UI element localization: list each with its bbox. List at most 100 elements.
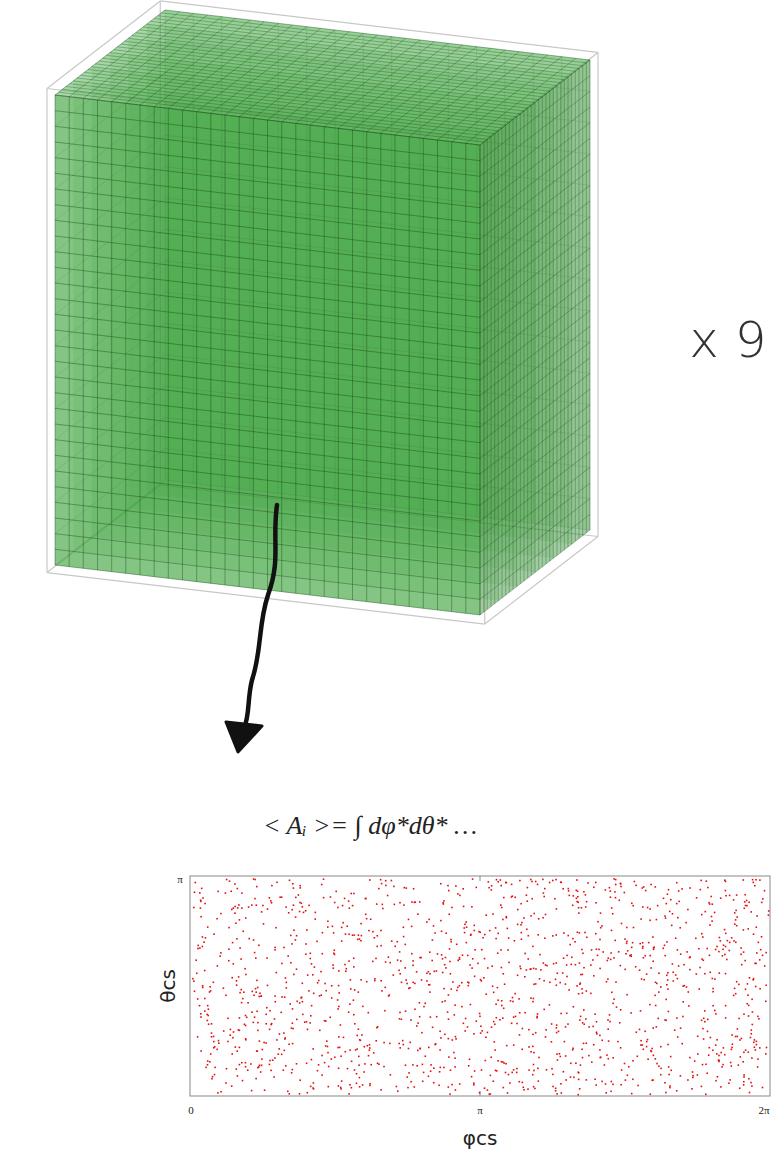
scatter-point xyxy=(454,1057,456,1059)
scatter-point xyxy=(269,897,271,899)
scatter-point xyxy=(367,1045,369,1047)
scatter-point xyxy=(599,939,601,941)
scatter-point xyxy=(273,1076,275,1078)
scatter-point xyxy=(359,1086,361,1088)
scatter-point xyxy=(361,935,363,937)
scatter-point xyxy=(334,902,336,904)
scatter-point xyxy=(665,1092,667,1094)
scatter-point xyxy=(376,1027,378,1029)
scatter-point xyxy=(626,994,628,996)
scatter-point xyxy=(440,1067,442,1069)
scatter-point xyxy=(251,1011,253,1013)
scatter-point xyxy=(765,985,767,987)
scatter-point xyxy=(433,1082,435,1084)
scatter-point xyxy=(665,1020,667,1022)
scatter-point xyxy=(751,999,753,1001)
scatter-point xyxy=(712,978,714,980)
scatter-point xyxy=(342,905,344,907)
scatter-point xyxy=(591,1061,593,1063)
scatter-point xyxy=(595,882,597,884)
scatter-point xyxy=(755,1049,757,1051)
scatter-point xyxy=(231,1053,233,1055)
scatter-point xyxy=(642,906,644,908)
scatter-point xyxy=(233,1031,235,1033)
scatter-point xyxy=(677,949,679,951)
scatter-point xyxy=(470,934,472,936)
scatter-point xyxy=(543,896,545,898)
scatter-point xyxy=(680,1027,682,1029)
scatter-point xyxy=(748,1078,750,1080)
scatter-point xyxy=(456,990,458,992)
scatter-point xyxy=(259,1065,261,1067)
scatter-point xyxy=(430,1064,432,1066)
scatter-point xyxy=(714,1010,716,1012)
scatter-point xyxy=(204,1010,206,1012)
scatter-point xyxy=(473,925,475,927)
scatter-point xyxy=(450,988,452,990)
grid-line xyxy=(250,20,251,490)
scatter-point xyxy=(568,890,570,892)
scatter-point xyxy=(378,888,380,890)
scatter-point xyxy=(658,1065,660,1067)
scatter-point xyxy=(517,924,519,926)
scatter-point xyxy=(376,946,378,948)
scatter-point xyxy=(604,1064,606,1066)
scatter-point xyxy=(642,887,644,889)
scatter-point xyxy=(362,1084,364,1086)
scatter-point xyxy=(434,971,436,973)
scatter-point xyxy=(364,1063,366,1065)
scatter-point xyxy=(667,988,669,990)
scatter-point xyxy=(569,944,571,946)
scatter-point xyxy=(337,1008,339,1010)
scatter-point xyxy=(545,1036,547,1038)
scatter-point xyxy=(269,1010,271,1012)
scatter-point xyxy=(480,1032,482,1034)
scatter-point xyxy=(543,962,545,964)
scatter-point xyxy=(576,898,578,900)
scatter-point xyxy=(266,957,268,959)
scatter-point xyxy=(305,943,307,945)
scatter-point xyxy=(230,1029,232,1031)
scatter-point xyxy=(317,1070,319,1072)
scatter-point xyxy=(238,904,240,906)
scatter-point xyxy=(533,998,535,1000)
scatter-point xyxy=(735,1036,737,1038)
scatter-point xyxy=(477,963,479,965)
scatter-point xyxy=(261,1058,263,1060)
scatter-point xyxy=(586,990,588,992)
scatter-point xyxy=(194,891,196,893)
grid-line xyxy=(466,58,576,143)
scatter-point xyxy=(537,934,539,936)
scatter-point xyxy=(513,1044,515,1046)
scatter-point xyxy=(463,1023,465,1025)
scatter-point xyxy=(729,1079,731,1081)
scatter-point xyxy=(348,1011,350,1013)
scatter-point xyxy=(312,1048,314,1050)
scatter-point xyxy=(492,913,494,915)
scatter-point xyxy=(257,1067,259,1069)
scatter-point xyxy=(655,1058,657,1060)
scatter-point xyxy=(709,955,711,957)
grid-line xyxy=(505,50,506,520)
scatter-point xyxy=(369,1044,371,1046)
scatter-point xyxy=(345,971,347,973)
scatter-point xyxy=(515,1016,517,1018)
scatter-point xyxy=(405,1010,407,1012)
scatter-point xyxy=(303,912,305,914)
scatter-point xyxy=(506,917,508,919)
scatter-point xyxy=(672,913,674,915)
scatter-point xyxy=(729,942,731,944)
scatter-point xyxy=(744,894,746,896)
scatter-point xyxy=(284,1037,286,1039)
scatter-point xyxy=(611,930,613,932)
grid-line xyxy=(55,299,480,349)
scatter-point xyxy=(199,947,201,949)
scatter-point xyxy=(759,1047,761,1049)
scatter-point xyxy=(712,988,714,990)
scatter-point xyxy=(526,929,528,931)
scatter-point xyxy=(339,1047,341,1049)
scatter-point xyxy=(441,954,443,956)
scatter-point xyxy=(625,1079,627,1081)
scatter-point xyxy=(229,1034,231,1036)
scatter-point xyxy=(491,1026,493,1028)
